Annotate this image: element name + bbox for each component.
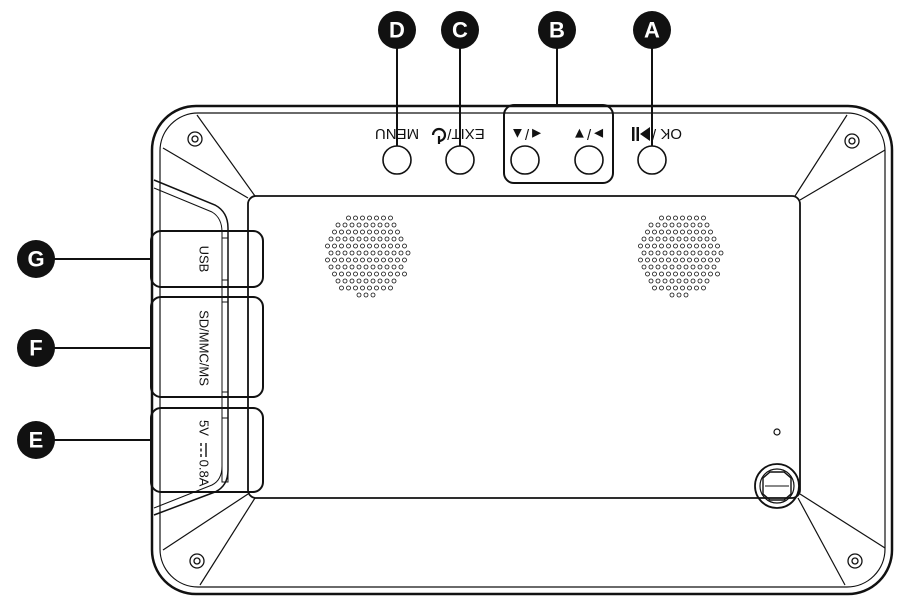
corner-screw-bottom-right: [847, 553, 863, 569]
callout-b-letter: B: [549, 18, 565, 43]
menu-button[interactable]: [382, 145, 412, 175]
prev-up-label: ◄/▲: [510, 125, 544, 142]
callout-d: D: [378, 11, 416, 49]
callout-f: F: [17, 329, 55, 367]
callout-e-letter: E: [29, 428, 44, 453]
power-port-socket[interactable]: [221, 417, 229, 483]
callout-d-letter: D: [389, 18, 405, 43]
callout-a: A: [633, 11, 671, 49]
next-down-button[interactable]: [574, 145, 604, 175]
usb-port-label: USB: [197, 246, 212, 273]
power-port-frame: [150, 407, 264, 493]
callout-g-letter: G: [27, 247, 44, 272]
callout-c-letter: C: [452, 18, 468, 43]
callout-b: B: [538, 11, 576, 49]
exit-button[interactable]: [445, 145, 475, 175]
corner-screw-bottom-left: [189, 553, 205, 569]
callout-f-letter: F: [29, 336, 42, 361]
callout-leaders: [52, 46, 653, 441]
speaker-grille-left: [325, 215, 411, 298]
speaker-grille-right: [638, 215, 724, 298]
power-return-icon: [431, 127, 447, 144]
exit-label: EXIT/: [446, 125, 484, 142]
ok-play-button[interactable]: [637, 145, 667, 175]
card-slot-label: SD/MMC/MS: [197, 310, 212, 386]
prev-up-button[interactable]: [510, 145, 540, 175]
dc-symbol-icon: [200, 443, 207, 457]
next-down-label: ►/▼: [572, 125, 606, 142]
callout-c: C: [441, 11, 479, 49]
callout-e: E: [17, 421, 55, 459]
card-slot-opening[interactable]: [221, 301, 229, 393]
navigation-button-group: [503, 104, 614, 184]
callout-a-letter: A: [644, 18, 660, 43]
callout-g: G: [17, 240, 55, 278]
corner-screw-top-right: [844, 133, 860, 149]
power-current-label: 0.8A: [197, 460, 212, 487]
power-voltage-label: 5V: [197, 420, 212, 436]
ok-play-label: OK /: [651, 125, 682, 142]
indicator-hole: [773, 428, 781, 436]
rear-panel: [247, 195, 801, 499]
play-pause-icon: [632, 127, 650, 141]
mount-socket: [754, 463, 800, 509]
corner-screw-top-left: [187, 131, 203, 147]
usb-port-slot[interactable]: [221, 237, 229, 281]
